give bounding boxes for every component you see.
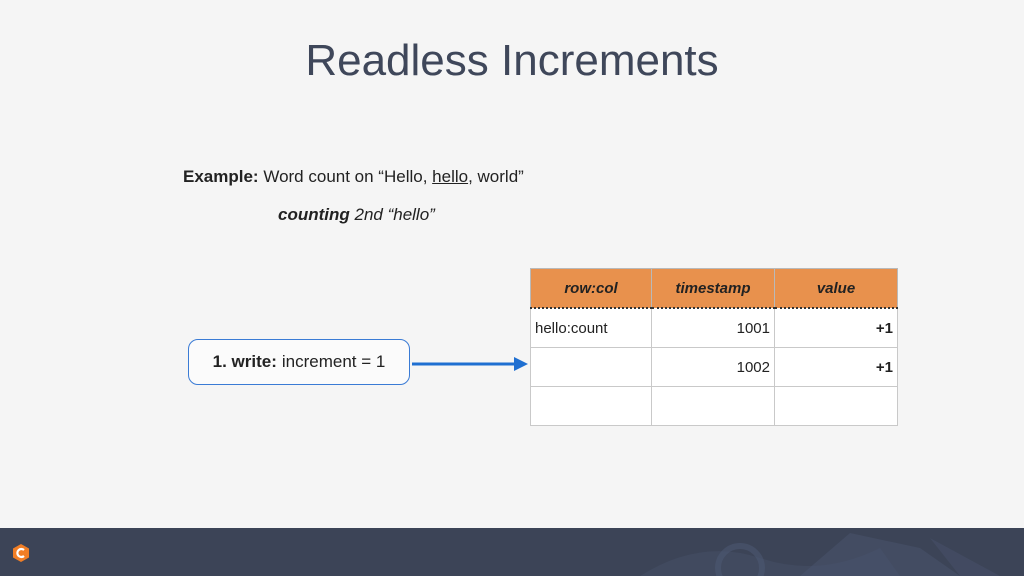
write-step-text: increment = 1 [281, 352, 386, 371]
table-row: hello:count 1001 +1 [530, 307, 898, 348]
example-text-after: , world” [468, 167, 524, 186]
footer-bar [0, 528, 1024, 576]
arrow-right-icon [412, 357, 528, 371]
example-underlined-word: hello [432, 167, 469, 186]
table-row: 1002 +1 [530, 347, 898, 387]
footer-decoration [640, 533, 1000, 576]
example-line: Example: Word count on “Hello, hello, wo… [183, 167, 524, 187]
example-label: Example: [183, 167, 259, 186]
counting-bold: counting [278, 205, 350, 224]
write-step-label: 1. write: [212, 352, 277, 371]
slide-title: Readless Increments [305, 36, 719, 85]
table-header-row: row:col timestamp value [530, 268, 898, 309]
write-step-box: 1. write: increment = 1 [188, 339, 410, 385]
cell-row-col: hello:count [530, 307, 652, 348]
cell-timestamp [651, 386, 775, 426]
company-logo-icon [13, 544, 29, 562]
cell-value: +1 [774, 307, 898, 348]
cell-row-col [530, 386, 652, 426]
header-row-col: row:col [530, 268, 652, 309]
table-row [530, 386, 898, 426]
cell-timestamp: 1001 [651, 307, 775, 348]
cell-timestamp: 1002 [651, 347, 775, 387]
cell-value [774, 386, 898, 426]
header-timestamp: timestamp [651, 268, 775, 309]
header-value: value [774, 268, 898, 309]
counting-line: counting 2nd “hello” [278, 205, 435, 225]
example-text-before: Word count on “Hello, [263, 167, 433, 186]
cell-row-col [530, 347, 652, 387]
hbase-table: row:col timestamp value hello:count 1001… [530, 268, 898, 426]
cell-value: +1 [774, 347, 898, 387]
counting-rest: 2nd “hello” [349, 205, 435, 224]
